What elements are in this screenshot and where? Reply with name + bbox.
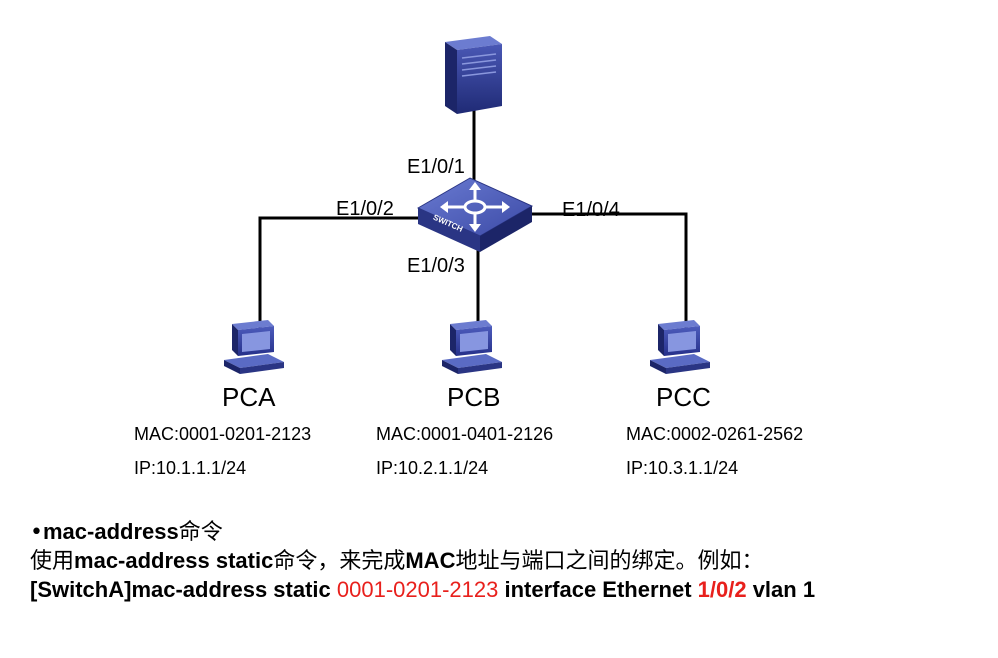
- example-interface: interface Ethernet: [498, 577, 698, 602]
- desc-part-2: 命令，来完成: [273, 549, 406, 574]
- bullet: •: [30, 520, 43, 545]
- desc-part-3: 地址与端口之间的绑定。例如：: [455, 549, 764, 574]
- pc-mac-pcc: MAC:0002-0261-2562: [626, 424, 804, 444]
- switch-icon: SWITCH: [416, 177, 534, 252]
- heading-suffix: 命令: [178, 520, 223, 545]
- pc-mac-pcb: MAC:0001-0401-2126: [376, 424, 554, 444]
- pc-ip-pcc: IP:10.3.1.1/24: [626, 458, 739, 478]
- pc-name-pcc: PCC: [656, 382, 711, 412]
- example-prompt: [SwitchA]mac-address static: [30, 577, 337, 602]
- desc-command: mac-address static: [74, 548, 274, 573]
- command-description: •mac-address命令 使用mac-address static命令，来完…: [30, 518, 990, 605]
- port-label-e1-0-3: E1/0/3: [407, 255, 465, 277]
- desc-mac: MAC: [405, 548, 456, 573]
- port-label-e1-0-2: E1/0/2: [336, 198, 394, 220]
- pc-name-pca: PCA: [222, 382, 276, 412]
- line-heading: •mac-address命令: [30, 518, 990, 547]
- pc-ip-pca: IP:10.1.1.1/24: [134, 458, 247, 478]
- pc-mac-pca: MAC:0001-0201-2123: [134, 424, 312, 444]
- example-mac: 0001-0201-2123: [336, 577, 499, 602]
- pc-ip-pcb: IP:10.2.1.1/24: [376, 458, 489, 478]
- pc-icon-pcc: [650, 320, 710, 374]
- example-vlan: vlan 1: [746, 577, 816, 602]
- port-label-e1-0-4: E1/0/4: [562, 199, 620, 221]
- line-example-command: [SwitchA]mac-address static 0001-0201-21…: [30, 576, 990, 605]
- pc-icon-pcb: [442, 320, 502, 374]
- example-port: 1/0/2: [697, 577, 747, 602]
- pc-icon-pca: [224, 320, 284, 374]
- desc-part-1: 使用: [30, 549, 75, 574]
- port-label-e1-0-1: E1/0/1: [407, 156, 465, 178]
- server-tower-icon: [445, 36, 502, 114]
- link-switch-pcc: [530, 212, 688, 330]
- link-switch-pca: [258, 216, 425, 330]
- network-topology-diagram: SWITCH: [134, 36, 804, 478]
- topology-svg: SWITCH: [224, 36, 710, 374]
- line-description: 使用mac-address static命令，来完成MAC地址与端口之间的绑定。…: [30, 547, 990, 576]
- pc-name-pcb: PCB: [447, 382, 501, 412]
- links: [258, 102, 688, 330]
- heading-command: mac-address: [42, 519, 179, 544]
